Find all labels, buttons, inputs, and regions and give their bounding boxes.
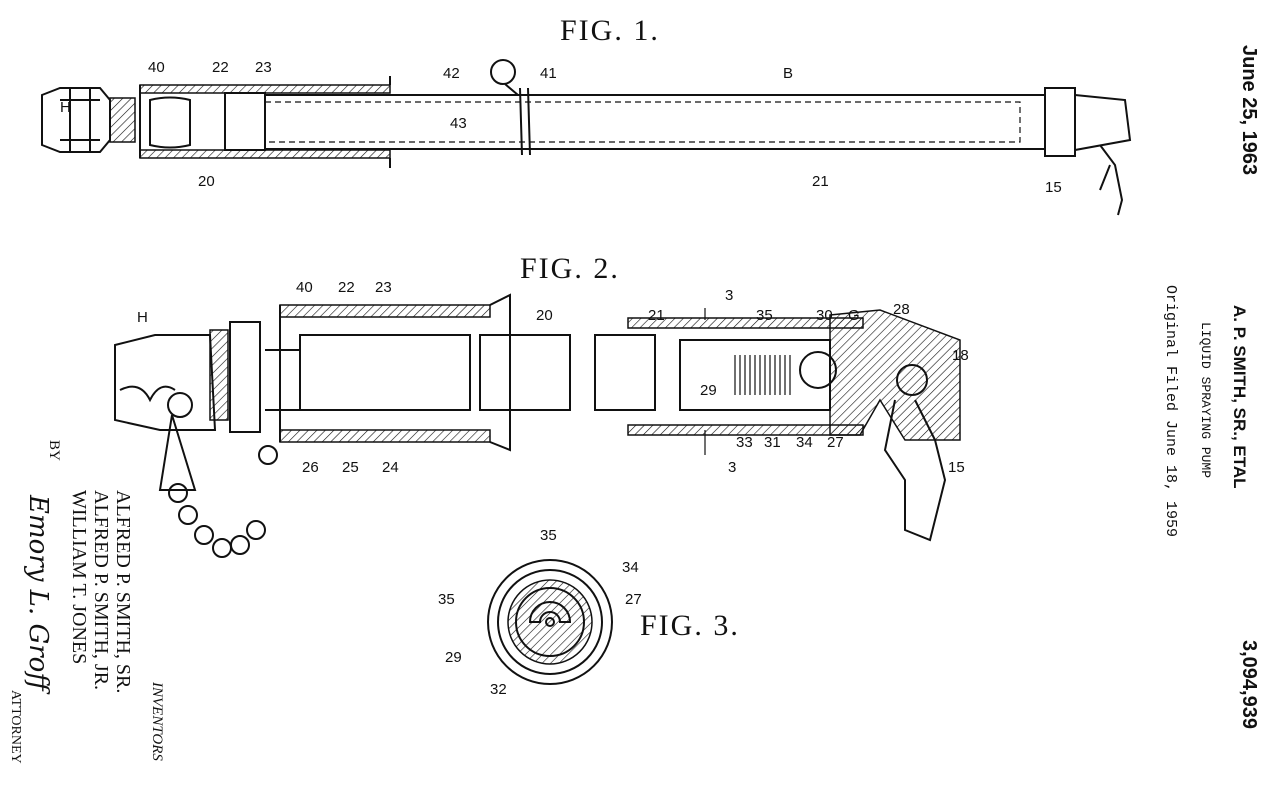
fig2-nozzle-head bbox=[114, 321, 278, 558]
label: 42 bbox=[443, 65, 460, 82]
label: 18 bbox=[952, 347, 969, 364]
inventor-name: ALFRED P. SMITH, JR. bbox=[90, 490, 112, 690]
patent-header: June 25, 1963 A. P. SMITH, SR., ETAL LIQ… bbox=[1162, 45, 1260, 729]
fig2-outer-sleeve bbox=[279, 304, 491, 318]
fig2-barrel-left bbox=[479, 334, 571, 411]
fig1-title: FIG. 1. bbox=[560, 14, 660, 47]
fig1-barrel bbox=[264, 94, 1046, 150]
label: 43 bbox=[450, 115, 467, 132]
label: 27 bbox=[625, 591, 642, 608]
label: 32 bbox=[490, 681, 507, 698]
fig2-barrel-right bbox=[594, 334, 656, 411]
label: 33 bbox=[736, 434, 753, 451]
fig1-outer-sleeve bbox=[139, 84, 391, 94]
filing-date: Original Filed June 18, 1959 bbox=[1162, 285, 1179, 537]
fig2-pump-head bbox=[829, 309, 961, 441]
patent-date: June 25, 1963 bbox=[1238, 45, 1260, 175]
attorney-label: ATTORNEY bbox=[8, 690, 23, 764]
inventor-name: WILLIAM T. JONES bbox=[68, 490, 90, 664]
fig2-labels: H 40 22 23 20 21 3 35 30 G 28 18 29 33 3… bbox=[137, 279, 969, 476]
inventor-name: ALFRED P. SMITH, SR. bbox=[112, 490, 134, 693]
fig1-labels: H 40 22 23 42 41 B 43 20 21 15 bbox=[60, 59, 1062, 196]
label: 22 bbox=[212, 59, 229, 76]
fig1-ring bbox=[490, 59, 516, 85]
label: 23 bbox=[255, 59, 272, 76]
inventors-block: INVENTORS ALFRED P. SMITH, SR. ALFRED P.… bbox=[8, 440, 165, 764]
label: 3 bbox=[725, 287, 733, 304]
label: 35 bbox=[438, 591, 455, 608]
patent-title: LIQUID SPRAYING PUMP bbox=[1198, 322, 1213, 478]
label: 15 bbox=[1045, 179, 1062, 196]
patent-number: 3,094,939 bbox=[1238, 640, 1260, 729]
label: 34 bbox=[622, 559, 639, 576]
by-label: BY bbox=[46, 440, 62, 461]
label: 27 bbox=[827, 434, 844, 451]
label: 22 bbox=[338, 279, 355, 296]
label: 21 bbox=[648, 307, 665, 324]
figure-3: FIG. 3. 35 34 35 27 29 32 bbox=[438, 527, 740, 698]
label: 30 bbox=[816, 307, 833, 324]
label: G bbox=[848, 307, 860, 324]
label: 26 bbox=[302, 459, 319, 476]
label: 20 bbox=[536, 307, 553, 324]
label: 40 bbox=[296, 279, 313, 296]
fig1-nozzle-head bbox=[41, 87, 136, 153]
inventor-header: A. P. SMITH, SR., ETAL bbox=[1230, 305, 1249, 489]
label: 41 bbox=[540, 65, 557, 82]
label: 21 bbox=[812, 173, 829, 190]
label: 28 bbox=[893, 301, 910, 318]
label: B bbox=[783, 65, 793, 82]
label: 34 bbox=[796, 434, 813, 451]
label: 35 bbox=[540, 527, 557, 544]
inventors-heading: INVENTORS bbox=[149, 681, 165, 761]
label: 23 bbox=[375, 279, 392, 296]
label: 25 bbox=[342, 459, 359, 476]
fig2-title: FIG. 2. bbox=[520, 252, 620, 285]
label: 29 bbox=[445, 649, 462, 666]
label: H bbox=[60, 99, 71, 116]
label: 31 bbox=[764, 434, 781, 451]
label: 15 bbox=[948, 459, 965, 476]
label: 3 bbox=[728, 459, 736, 476]
fig1-pump-end bbox=[1044, 87, 1076, 157]
label: 40 bbox=[148, 59, 165, 76]
label: 35 bbox=[756, 307, 773, 324]
fig3-labels: 35 34 35 27 29 32 bbox=[438, 527, 642, 698]
fig3-title: FIG. 3. bbox=[640, 609, 740, 642]
attorney-signature: Emory L. Groff bbox=[23, 494, 53, 695]
label: 29 bbox=[700, 382, 717, 399]
fig1-collar bbox=[224, 92, 266, 151]
label: H bbox=[137, 309, 148, 326]
figure-1: FIG. 1. H 40 22 23 42 41 B 43 20 21 15 bbox=[41, 14, 1132, 216]
figure-2: FIG. 2. H 40 22 bbox=[114, 252, 969, 558]
label: 24 bbox=[382, 459, 399, 476]
label: 20 bbox=[198, 173, 215, 190]
